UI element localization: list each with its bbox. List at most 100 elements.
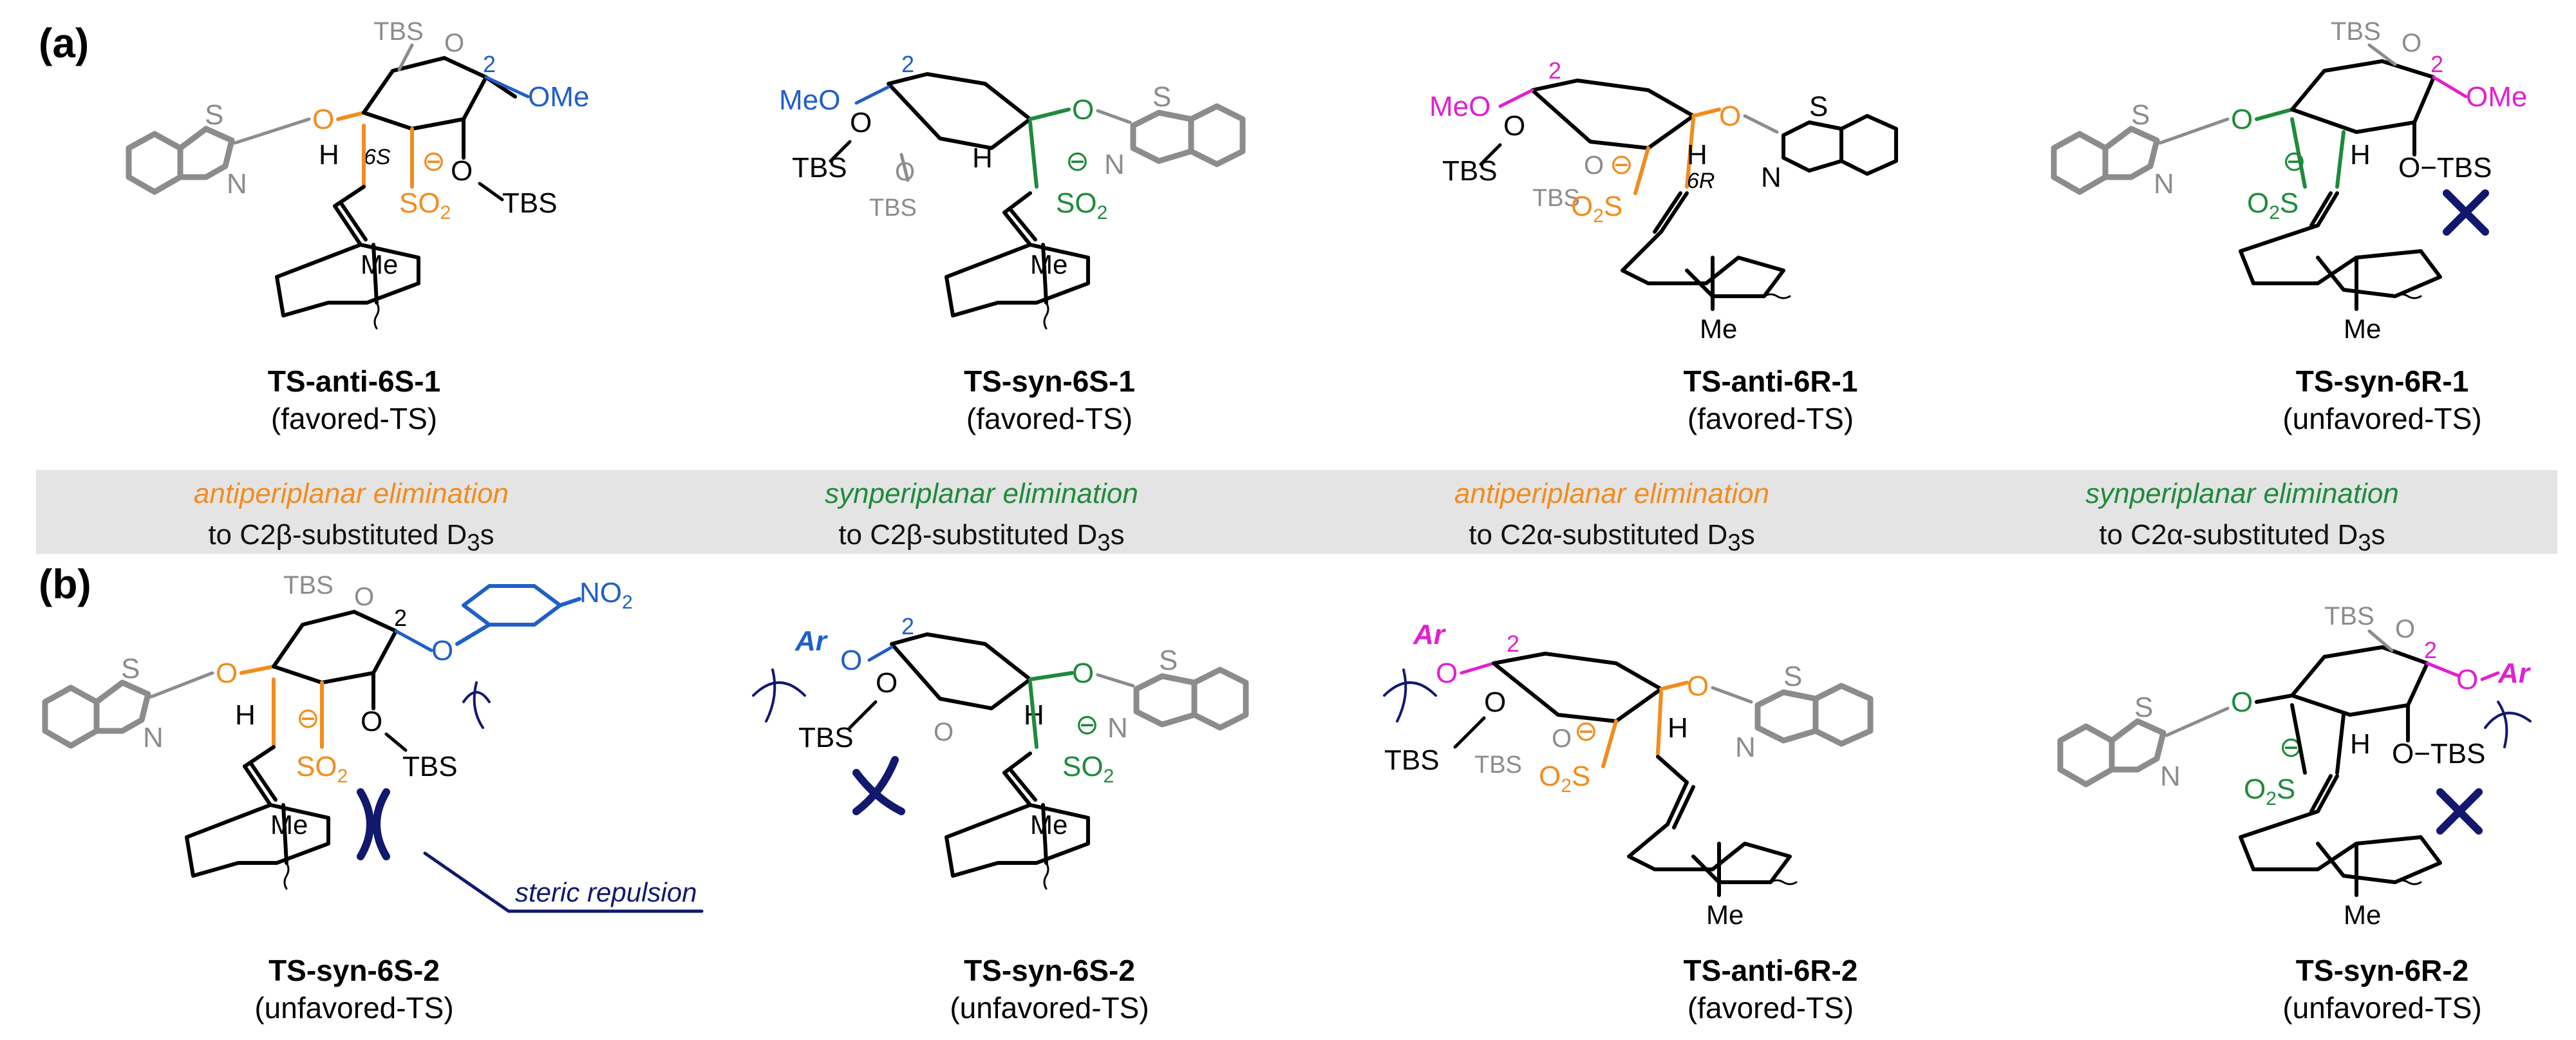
structure-b2: Ar O 2 O TBS O O S N H ⊖ SO2 xyxy=(752,613,1249,890)
c2-label-b2: 2 xyxy=(901,613,914,639)
ome-a1: OMe xyxy=(528,81,589,113)
ts-name-b1: TS-syn-6S-2 xyxy=(268,954,440,987)
atom-s-a2: S xyxy=(1152,81,1171,113)
o-left-b2: O xyxy=(876,667,898,699)
atom-s-a1: S xyxy=(205,99,223,131)
tbs-grey-a2: TBS xyxy=(869,194,917,222)
benzothiazole-a1 xyxy=(126,126,235,195)
o-grey-a3: O xyxy=(1584,151,1604,180)
atom-s-a3: S xyxy=(1809,91,1828,122)
ts-kind-a2: (favored-TS) xyxy=(966,402,1133,435)
so2-a1: SO2 xyxy=(399,187,451,223)
o-bottom-b1: O xyxy=(361,706,382,737)
c2-label-a3: 2 xyxy=(1548,57,1561,84)
ts-caption-b3: TS-anti-6R-2 (favored-TS) xyxy=(1513,953,2028,1025)
band-mode-2: synperiplanar elimination xyxy=(825,478,1138,509)
atom-o-b3: O xyxy=(1687,670,1709,702)
atom-o-a2: O xyxy=(1072,94,1094,126)
ts-caption-a3: TS-anti-6R-1 (favored-TS) xyxy=(1513,364,2028,436)
tbs-top-a1: TBS xyxy=(373,17,424,46)
ts-name-b4: TS-syn-6R-2 xyxy=(2295,954,2469,987)
o-tbs-top-a4: O xyxy=(2402,29,2421,57)
elimination-band xyxy=(36,470,2557,554)
tbs-grey-b3: TBS xyxy=(1474,752,1522,779)
h-b4: H xyxy=(2350,728,2371,760)
o-tbs-top-a1: O xyxy=(444,29,464,57)
atom-s-b3: S xyxy=(1783,661,1802,692)
ts-name-a2: TS-syn-6S-1 xyxy=(964,364,1135,398)
steric-mark-b2 xyxy=(852,756,905,815)
o2s-b4: O2S xyxy=(2244,773,2295,809)
h-b3: H xyxy=(1668,712,1688,744)
o-ar-b4: O xyxy=(2456,664,2478,695)
minus-b1: ⊖ xyxy=(296,703,320,734)
steric-thin-b4 xyxy=(2484,701,2532,748)
steric-mark-a4 xyxy=(2443,189,2489,236)
atom-n-b2: N xyxy=(1107,712,1128,744)
steric-mark-b4 xyxy=(2436,788,2483,835)
ar-b2: Ar xyxy=(794,625,829,657)
tbs-top-a4: TBS xyxy=(2331,17,2381,46)
band-cell-4: synperiplanar elimination to C2α-substit… xyxy=(1927,470,2557,556)
ts-name-b3: TS-anti-6R-2 xyxy=(1683,954,1858,987)
ar-b3: Ar xyxy=(1413,619,1447,650)
o-left-a3: O xyxy=(1503,110,1525,142)
ts-kind-b4: (unfavored-TS) xyxy=(2282,991,2482,1025)
band-target-3: to C2α-substituted D3s xyxy=(1469,519,1755,556)
so2-b2: SO2 xyxy=(1062,751,1114,787)
band-target-2: to C2β-substituted D3s xyxy=(838,519,1125,556)
ts-kind-a1: (favored-TS) xyxy=(270,402,438,435)
atom-s-b4: S xyxy=(2134,692,2153,723)
atom-n-a1: N xyxy=(227,168,247,200)
me-b4: Me xyxy=(2344,900,2381,930)
h-a1: H xyxy=(319,139,339,171)
o2s-a3: O2S xyxy=(1571,191,1622,227)
o-ar-b2: O xyxy=(840,645,862,676)
ts-caption-b1: TS-syn-6S-2 (unfavored-TS) xyxy=(97,953,612,1025)
atom-o-b1: O xyxy=(216,657,238,689)
meo-a3: MeO xyxy=(1429,91,1490,122)
ts-name-b2: TS-syn-6S-2 xyxy=(964,954,1135,987)
tbs-top-b4: TBS xyxy=(2324,602,2374,630)
o-tbs-b4: O−TBS xyxy=(2392,738,2486,770)
so2-b1: SO2 xyxy=(296,751,348,787)
me-b2: Me xyxy=(1030,809,1067,840)
steric-label-b1: steric repulsion xyxy=(515,877,697,907)
tbs-left-b2: TBS xyxy=(798,722,854,753)
ts-name-a4: TS-syn-6R-1 xyxy=(2295,364,2469,398)
c2-label-a2: 2 xyxy=(901,51,914,77)
atom-n-b4: N xyxy=(2160,761,2181,792)
minus-b2: ⊖ xyxy=(1075,709,1099,741)
ts-name-a1: TS-anti-6S-1 xyxy=(267,364,441,398)
ts-caption-a1: TS-anti-6S-1 (favored-TS) xyxy=(97,364,612,436)
band-target-1: to C2β-substituted D3s xyxy=(208,519,494,556)
o-bottom-a1: O xyxy=(451,155,473,187)
c2-label-a1: 2 xyxy=(483,51,496,77)
h-a2: H xyxy=(972,142,993,174)
tbs-top-b1: TBS xyxy=(283,571,334,600)
tbs-right-b1: TBS xyxy=(402,751,458,782)
minus-a3: ⊖ xyxy=(1610,149,1633,180)
ts-kind-a3: (favored-TS) xyxy=(1687,402,1854,435)
c2-label-b1: 2 xyxy=(394,605,407,631)
steric-thin-b3 xyxy=(1383,668,1437,723)
structure-a4: S N O TBS O 2 OMe O−TBS H ⊖ O2S xyxy=(2051,17,2527,344)
minus-b3: ⊖ xyxy=(1574,715,1598,747)
atom-s-b2: S xyxy=(1159,645,1178,676)
c2-label-b3: 2 xyxy=(1507,630,1519,657)
atom-o-a4: O xyxy=(2231,104,2253,135)
band-cell-2: synperiplanar elimination to C2β-substit… xyxy=(666,470,1297,556)
stereo-6r-a3: 6R xyxy=(1687,169,1715,193)
atom-o-b2: O xyxy=(1072,657,1094,689)
minus-a1: ⊖ xyxy=(422,146,446,177)
ar-b4: Ar xyxy=(2497,657,2532,689)
band-mode-3: antiperiplanar elimination xyxy=(1454,478,1770,509)
meo-a2: MeO xyxy=(779,84,840,116)
band-target-4: to C2α-substituted D3s xyxy=(2099,519,2385,556)
tbs-left-b3: TBS xyxy=(1384,744,1440,776)
ts-kind-b2: (unfavored-TS) xyxy=(950,991,1149,1025)
atom-n-b3: N xyxy=(1735,732,1756,763)
atom-o-a3: O xyxy=(1719,100,1741,132)
structure-b1: S N O TBS O 2 O NO2 O xyxy=(42,571,704,913)
